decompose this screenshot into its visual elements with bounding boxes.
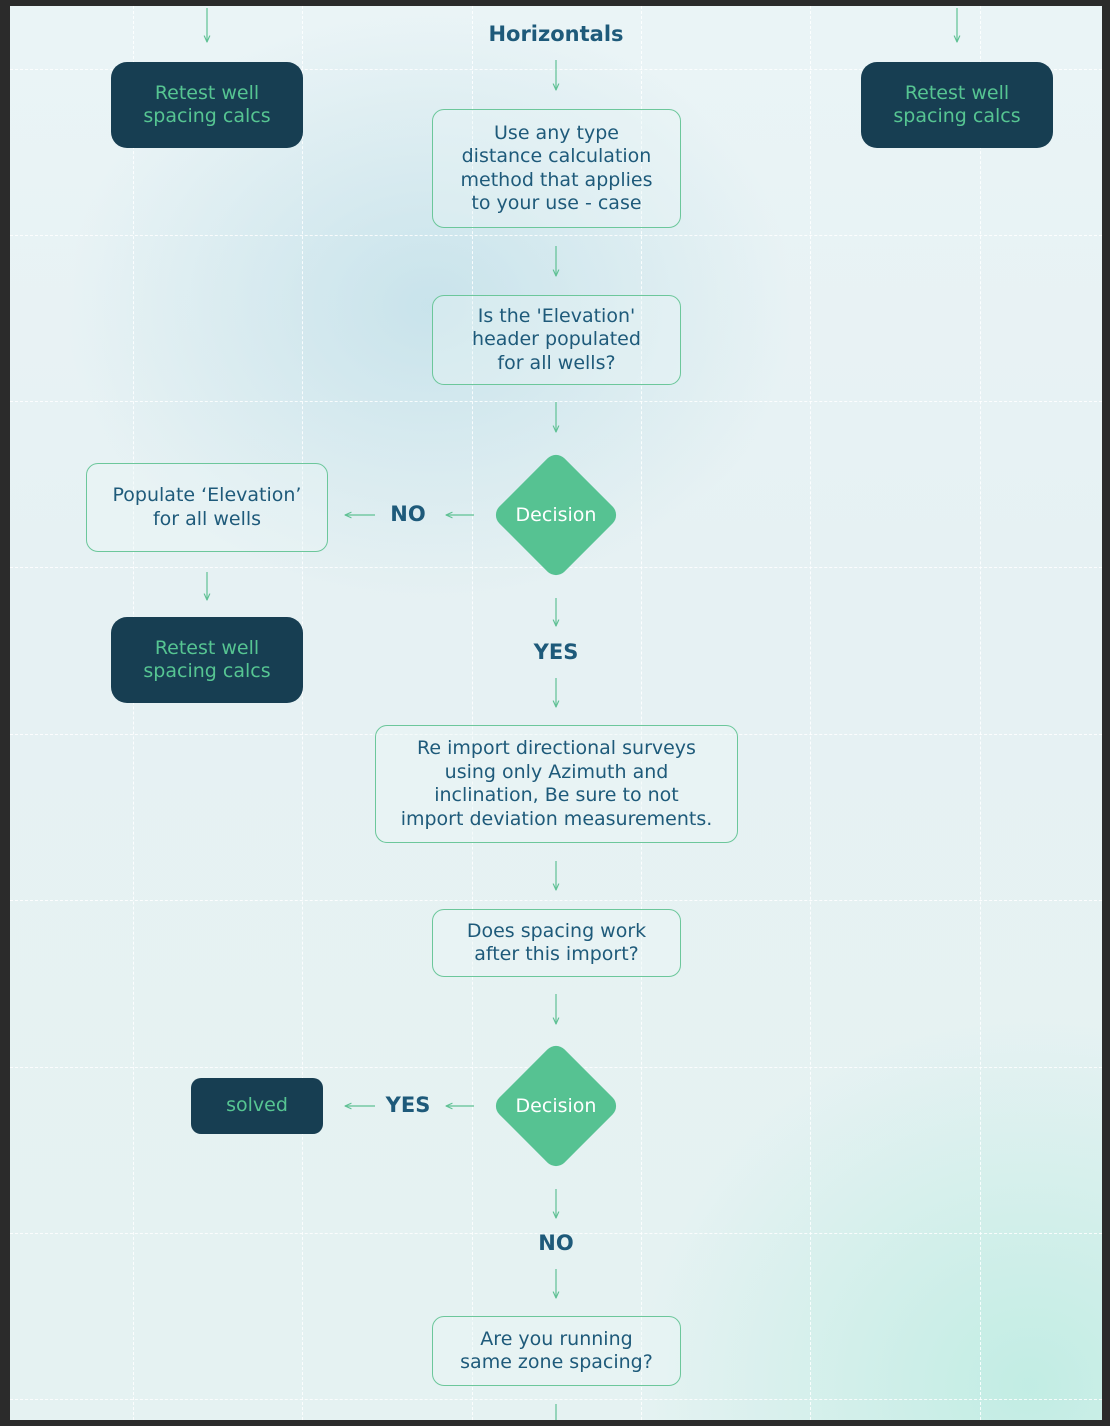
decision-label: Decision <box>515 504 597 526</box>
retest-well-spacing-box: Retest well spacing calcs <box>111 62 303 148</box>
retest-well-spacing-box: Retest well spacing calcs <box>861 62 1053 148</box>
decision-diamond: Decision <box>490 1040 622 1172</box>
spacing-question-box: Does spacing work after this import? <box>432 909 681 977</box>
elevation-question-box: Is the 'Elevation' header populated for … <box>432 295 681 385</box>
same-zone-question-box: Are you running same zone spacing? <box>432 1316 681 1386</box>
flowchart-canvas: Horizontals Retest well spacing calcs Re… <box>10 6 1102 1420</box>
no-branch-label: NO <box>538 1231 574 1255</box>
diagram-title: Horizontals <box>488 22 624 46</box>
reimport-surveys-box: Re import directional surveys using only… <box>375 725 738 843</box>
yes-branch-label: YES <box>533 640 579 664</box>
yes-branch-label: YES <box>385 1093 431 1117</box>
distance-method-box: Use any type distance calculation method… <box>432 109 681 228</box>
retest-well-spacing-box: Retest well spacing calcs <box>111 617 303 703</box>
decision-diamond: Decision <box>490 449 622 581</box>
decision-label: Decision <box>515 1095 597 1117</box>
connector-arrows <box>10 8 1102 1420</box>
no-branch-label: NO <box>390 502 426 526</box>
populate-elevation-box: Populate ‘Elevation’ for all wells <box>86 463 328 552</box>
solved-box: solved <box>191 1078 323 1134</box>
